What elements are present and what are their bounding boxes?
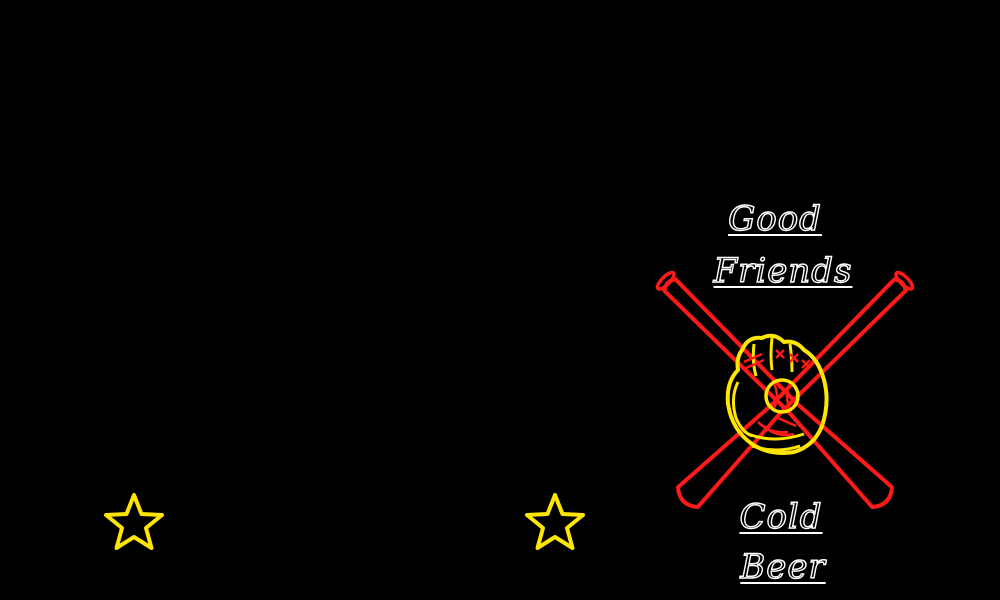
sign-text-beer: Beer — [740, 547, 826, 587]
star-icon — [102, 490, 166, 554]
baseball-glove-icon — [725, 333, 829, 455]
neon-sign: Good Friends Cold Beer — [640, 190, 930, 600]
baseball-icon — [764, 378, 800, 414]
sign-text-friends: Friends — [713, 251, 853, 291]
star-icon — [523, 490, 587, 554]
crossed-bats-icon — [655, 270, 915, 510]
sign-text-good: Good — [727, 199, 822, 239]
sign-text-cold: Cold — [739, 497, 823, 537]
